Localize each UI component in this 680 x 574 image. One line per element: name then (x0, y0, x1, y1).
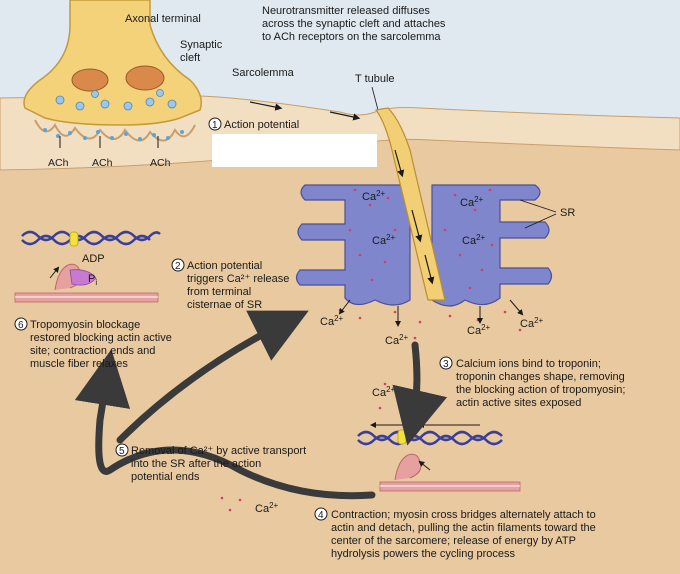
svg-text:Action potential: Action potential (224, 119, 299, 131)
neurotransmitter-note-2: across the synaptic cleft and attaches (262, 18, 446, 30)
adp-label: ADP (82, 253, 105, 265)
svg-text:hydrolysis powers the cycling: hydrolysis powers the cycling process (331, 548, 516, 560)
ach-label: ACh (92, 157, 113, 169)
actin-filament (21, 230, 161, 246)
calcium-label: Ca2+ (385, 333, 409, 347)
ach-release-zone (34, 119, 196, 148)
step-4-label: 4 Contraction; myosin cross bridges alte… (314, 507, 596, 560)
svg-text:actin active sites exposed: actin active sites exposed (456, 397, 581, 409)
calcium-label: Ca2+ (372, 233, 396, 247)
ach-label: ACh (150, 157, 171, 169)
svg-text:restored blocking actin active: restored blocking actin active (30, 332, 172, 344)
neurotransmitter-note-1: Neurotransmitter released diffuses (262, 5, 430, 17)
step-3-label: 3 Calcium ions bind to troponin; troponi… (439, 356, 625, 409)
svg-text:6: 6 (18, 320, 24, 331)
sr-label: SR (560, 207, 575, 219)
svg-text:troponin changes shape, removi: troponin changes shape, removing (456, 371, 625, 383)
calcium-label: Ca2+ (460, 195, 484, 209)
neurotransmitter-note-3: to ACh receptors on the sarcolemma (262, 31, 441, 43)
mitochondrion (125, 65, 165, 91)
svg-text:triggers Ca²⁺ release: triggers Ca²⁺ release (187, 273, 289, 285)
relaxed-filament (14, 230, 161, 303)
calcium-label: Ca2+ (255, 501, 279, 515)
calcium-label: Ca2+ (362, 189, 386, 203)
blank-label-box (212, 134, 377, 167)
svg-text:the blocking action of tropomy: the blocking action of tropomyosin; (456, 384, 625, 396)
mitochondrion (71, 68, 109, 92)
svg-text:site; contraction ends and: site; contraction ends and (30, 345, 155, 357)
step-6-label: 6 Tropomyosin blockage restored blocking… (14, 317, 172, 370)
pi-label: Pi (88, 273, 97, 287)
calcium-label: Ca2+ (462, 233, 486, 247)
svg-text:cisternae of SR: cisternae of SR (187, 299, 262, 311)
svg-text:actin and detach, pulling the: actin and detach, pulling the actin fila… (331, 522, 596, 534)
svg-text:muscle fiber relaxes: muscle fiber relaxes (30, 358, 128, 370)
svg-text:Tropomyosin blockage: Tropomyosin blockage (30, 319, 140, 331)
t-tubule-label: T tubule (355, 73, 395, 85)
synaptic-vesicles (55, 89, 177, 111)
svg-text:3: 3 (443, 359, 449, 370)
sarcolemma-label: Sarcolemma (232, 67, 295, 79)
step-2-label: 2 Action potential triggers Ca²⁺ release… (171, 258, 289, 311)
calcium-label: Ca2+ (372, 385, 396, 399)
svg-text:Contraction; myosin cross brid: Contraction; myosin cross bridges altern… (331, 509, 596, 521)
troponin (397, 429, 407, 445)
svg-text:into the SR after the action: into the SR after the action (131, 458, 261, 470)
cycle-arrows (74, 310, 448, 500)
axonal-terminal (23, 0, 202, 126)
svg-text:from terminal: from terminal (187, 286, 251, 298)
svg-text:1: 1 (212, 120, 218, 131)
synaptic-cleft-label-2: cleft (180, 52, 200, 64)
calcium-dots (220, 188, 522, 512)
phosphate (69, 269, 97, 286)
synaptic-cleft-label: Synaptic (180, 39, 223, 51)
svg-text:center of the sarcomere; relea: center of the sarcomere; release of ener… (331, 535, 576, 547)
svg-text:Action potential: Action potential (187, 260, 262, 272)
svg-text:potential ends: potential ends (131, 471, 200, 483)
step-5-label: 5 Removal of Ca²⁺ by active transport in… (115, 443, 306, 483)
troponin (69, 231, 79, 247)
svg-text:5: 5 (119, 446, 125, 457)
sarcoplasmic-reticulum-left (295, 184, 411, 306)
myosin-head (394, 453, 422, 481)
calcium-label: Ca2+ (520, 316, 544, 330)
step-1-label: 1 Action potential (208, 117, 299, 131)
svg-text:Calcium ions bind to troponin;: Calcium ions bind to troponin; (456, 358, 601, 370)
svg-text:2: 2 (175, 261, 181, 272)
calcium-label: Ca2+ (467, 323, 491, 337)
t-tubule (374, 107, 446, 301)
svg-text:4: 4 (318, 510, 324, 521)
ach-label: ACh (48, 157, 69, 169)
calcium-label: Ca2+ (320, 314, 344, 328)
svg-text:Removal of Ca²⁺ by active tran: Removal of Ca²⁺ by active transport (131, 445, 306, 457)
axonal-terminal-label: Axonal terminal (125, 13, 201, 25)
